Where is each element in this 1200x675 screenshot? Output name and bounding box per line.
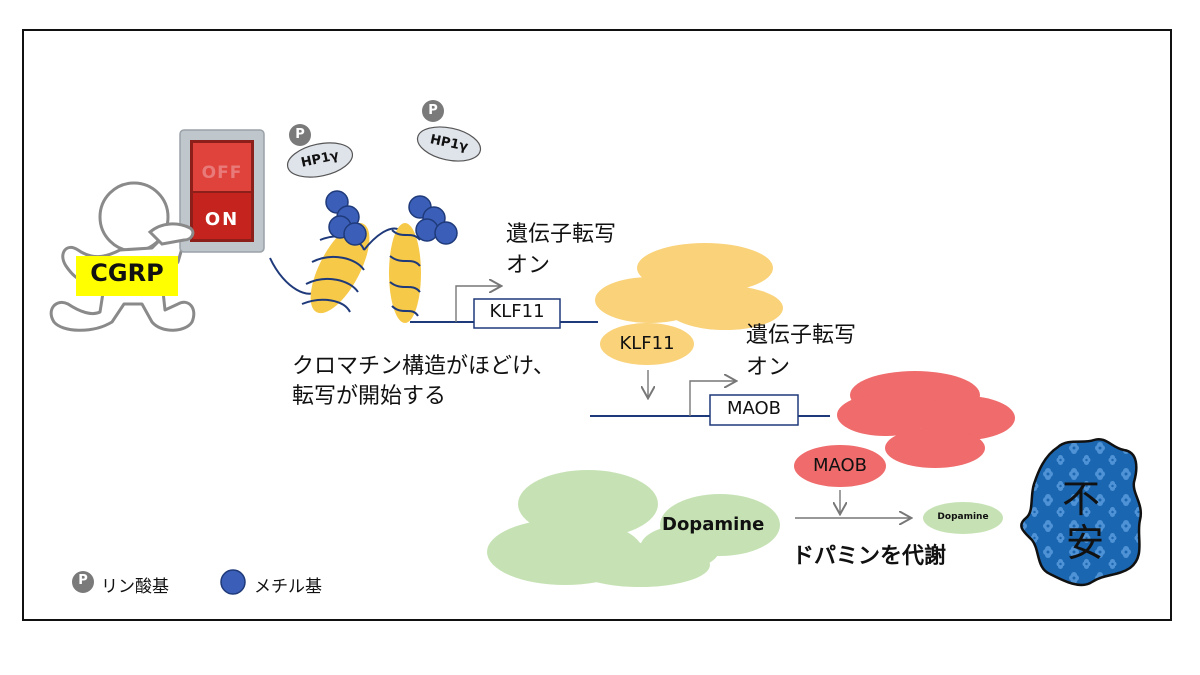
hand-icon [147,222,195,246]
phospho-label-left: P [295,127,305,142]
maob-protein-cluster [837,371,1015,468]
phosphate-circle-icon [72,571,94,593]
hp1-protein-left [286,142,354,178]
methyl-cluster-right [408,195,458,245]
klf11-protein [600,323,694,365]
dopamine-small [923,502,1003,534]
dopamine-metabolism-text: ドパミンを代謝 [792,544,947,569]
gene2-on-line1: 遺伝子転写 [746,323,857,348]
switch-on-label: ON [204,209,240,230]
legend-phosphate-label: リン酸基 [101,577,169,597]
dopamine-label: Dopamine [662,514,765,535]
maob-protein-label: MAOB [812,455,868,476]
maob-gene-label: MAOB [726,398,782,419]
switch-off-label: OFF [201,163,243,183]
maob-protein [794,445,886,487]
phosphate-circle-icon [422,100,444,122]
anxiety-char-2: 安 [1066,521,1105,565]
cgrp-label-box [76,256,178,296]
dopamine-small-label: Dopamine [937,512,989,522]
klf11-gene-label: KLF11 [489,301,545,322]
klf11-protein-cluster [595,243,783,330]
anxiety-blob-icon [1020,437,1143,587]
gene1-on-line2: オン [506,253,551,278]
phosphate-circle-icon [289,124,311,146]
methyl-ball-icon [220,569,246,595]
phospho-label-right: P [428,103,438,118]
methyl-cluster-left [325,190,367,246]
klf11-protein-label: KLF11 [619,333,675,354]
power-switch-icon [179,129,265,253]
hp1-protein-right [416,126,482,162]
dopamine-cluster [487,470,780,587]
cgrp-label: CGRP [90,259,164,287]
diagram-frame [22,29,1172,621]
legend-methyl-label: メチル基 [254,577,322,597]
legend-p-symbol: P [78,573,88,588]
gene2-on-line2: オン [746,355,791,380]
chromatin-text-line1: クロマチン構造がほどけ、 [292,354,555,379]
klf11-gene-box [473,298,561,329]
maob-gene-box [709,394,799,426]
gene1-on-line1: 遺伝子転写 [506,222,617,247]
chromatin-text-line2: 転写が開始する [292,384,447,409]
anxiety-char-1: 不 [1062,477,1101,521]
